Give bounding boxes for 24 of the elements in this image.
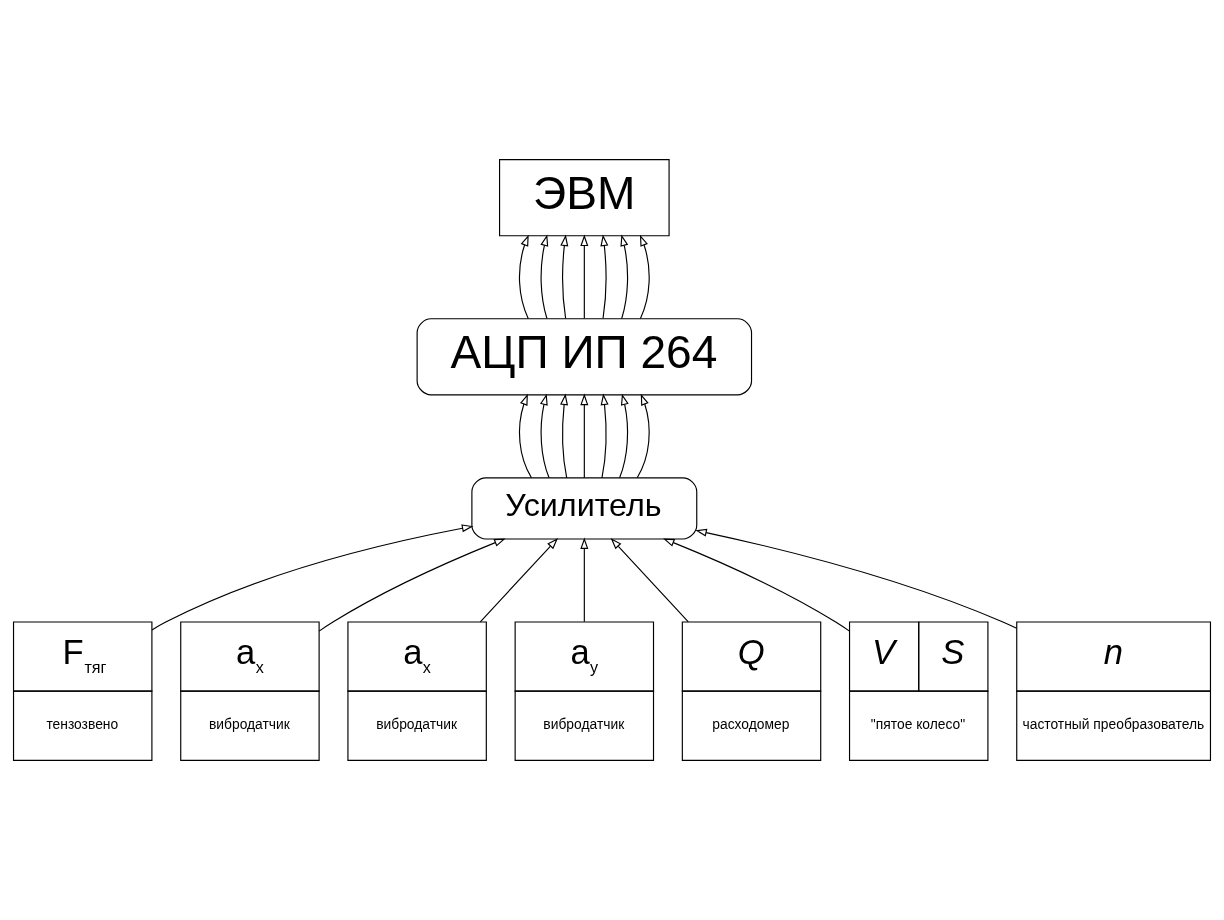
arrow [580, 537, 589, 623]
arrow [151, 524, 474, 631]
arrow [540, 234, 549, 320]
arrow [639, 234, 650, 320]
arrow [560, 234, 569, 320]
arrow [539, 393, 550, 479]
arrow [318, 538, 506, 632]
arrow [580, 234, 589, 320]
arrow [600, 234, 609, 320]
arrow [580, 393, 589, 479]
arrow [560, 393, 569, 479]
arrow [636, 393, 650, 479]
node-box: ЭВМ [499, 159, 670, 237]
node-box: Усилитель [471, 477, 698, 540]
arrow [518, 234, 529, 320]
arrow [600, 393, 609, 479]
arrow [695, 528, 1018, 629]
arrow [620, 234, 629, 320]
arrow [479, 537, 559, 623]
arrow [619, 393, 629, 479]
node-box: АЦП ИП 264 [416, 318, 753, 396]
arrow [518, 393, 532, 479]
arrow [610, 537, 689, 623]
arrow [663, 538, 851, 632]
